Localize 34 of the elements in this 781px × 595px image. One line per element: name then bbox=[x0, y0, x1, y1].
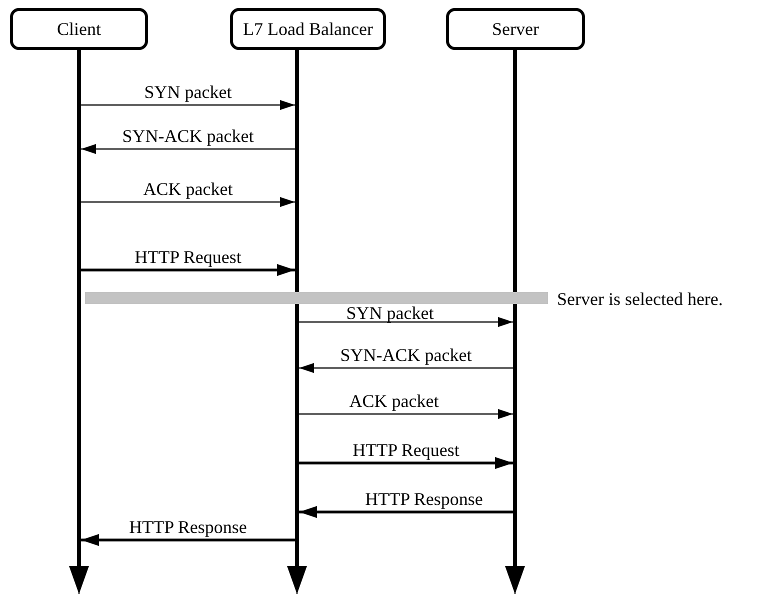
message-arrow bbox=[81, 264, 295, 276]
highlight-bar bbox=[85, 292, 548, 304]
edge-label: SYN-ACK packet bbox=[340, 346, 472, 364]
message-arrow bbox=[299, 506, 513, 518]
participant-box bbox=[10, 8, 148, 50]
participant-box bbox=[446, 8, 585, 50]
lifeline bbox=[513, 50, 517, 566]
edge-label: ACK packet bbox=[349, 392, 439, 410]
edge-label: ACK packet bbox=[143, 180, 233, 198]
lifeline-arrowhead bbox=[69, 566, 89, 594]
edge-label: HTTP Request bbox=[134, 248, 242, 266]
lifeline-arrowhead bbox=[505, 566, 525, 594]
message-arrow bbox=[81, 100, 295, 110]
message-arrow bbox=[299, 457, 513, 469]
participant-name: L7 Load Balancer bbox=[243, 18, 373, 40]
message-arrow bbox=[81, 197, 295, 207]
message-arrow bbox=[81, 144, 295, 154]
annotation-text: Server is selected here. bbox=[557, 289, 723, 310]
participant-box bbox=[230, 8, 386, 50]
message-arrow bbox=[299, 409, 513, 419]
edge-label: HTTP Response bbox=[365, 490, 483, 508]
message-arrow bbox=[299, 317, 513, 327]
lifeline bbox=[77, 50, 81, 566]
edge-label: SYN packet bbox=[346, 304, 434, 322]
lifeline-arrowhead bbox=[287, 566, 307, 594]
lifeline bbox=[295, 50, 299, 566]
participant-name: Client bbox=[57, 18, 101, 40]
message-arrow bbox=[299, 363, 513, 373]
edge-label: SYN packet bbox=[144, 83, 232, 101]
edge-label: HTTP Request bbox=[352, 441, 460, 459]
message-arrow bbox=[81, 534, 295, 546]
edge-label: SYN-ACK packet bbox=[122, 127, 254, 145]
participant-name: Server bbox=[492, 18, 539, 40]
edge-label: HTTP Response bbox=[129, 518, 247, 536]
